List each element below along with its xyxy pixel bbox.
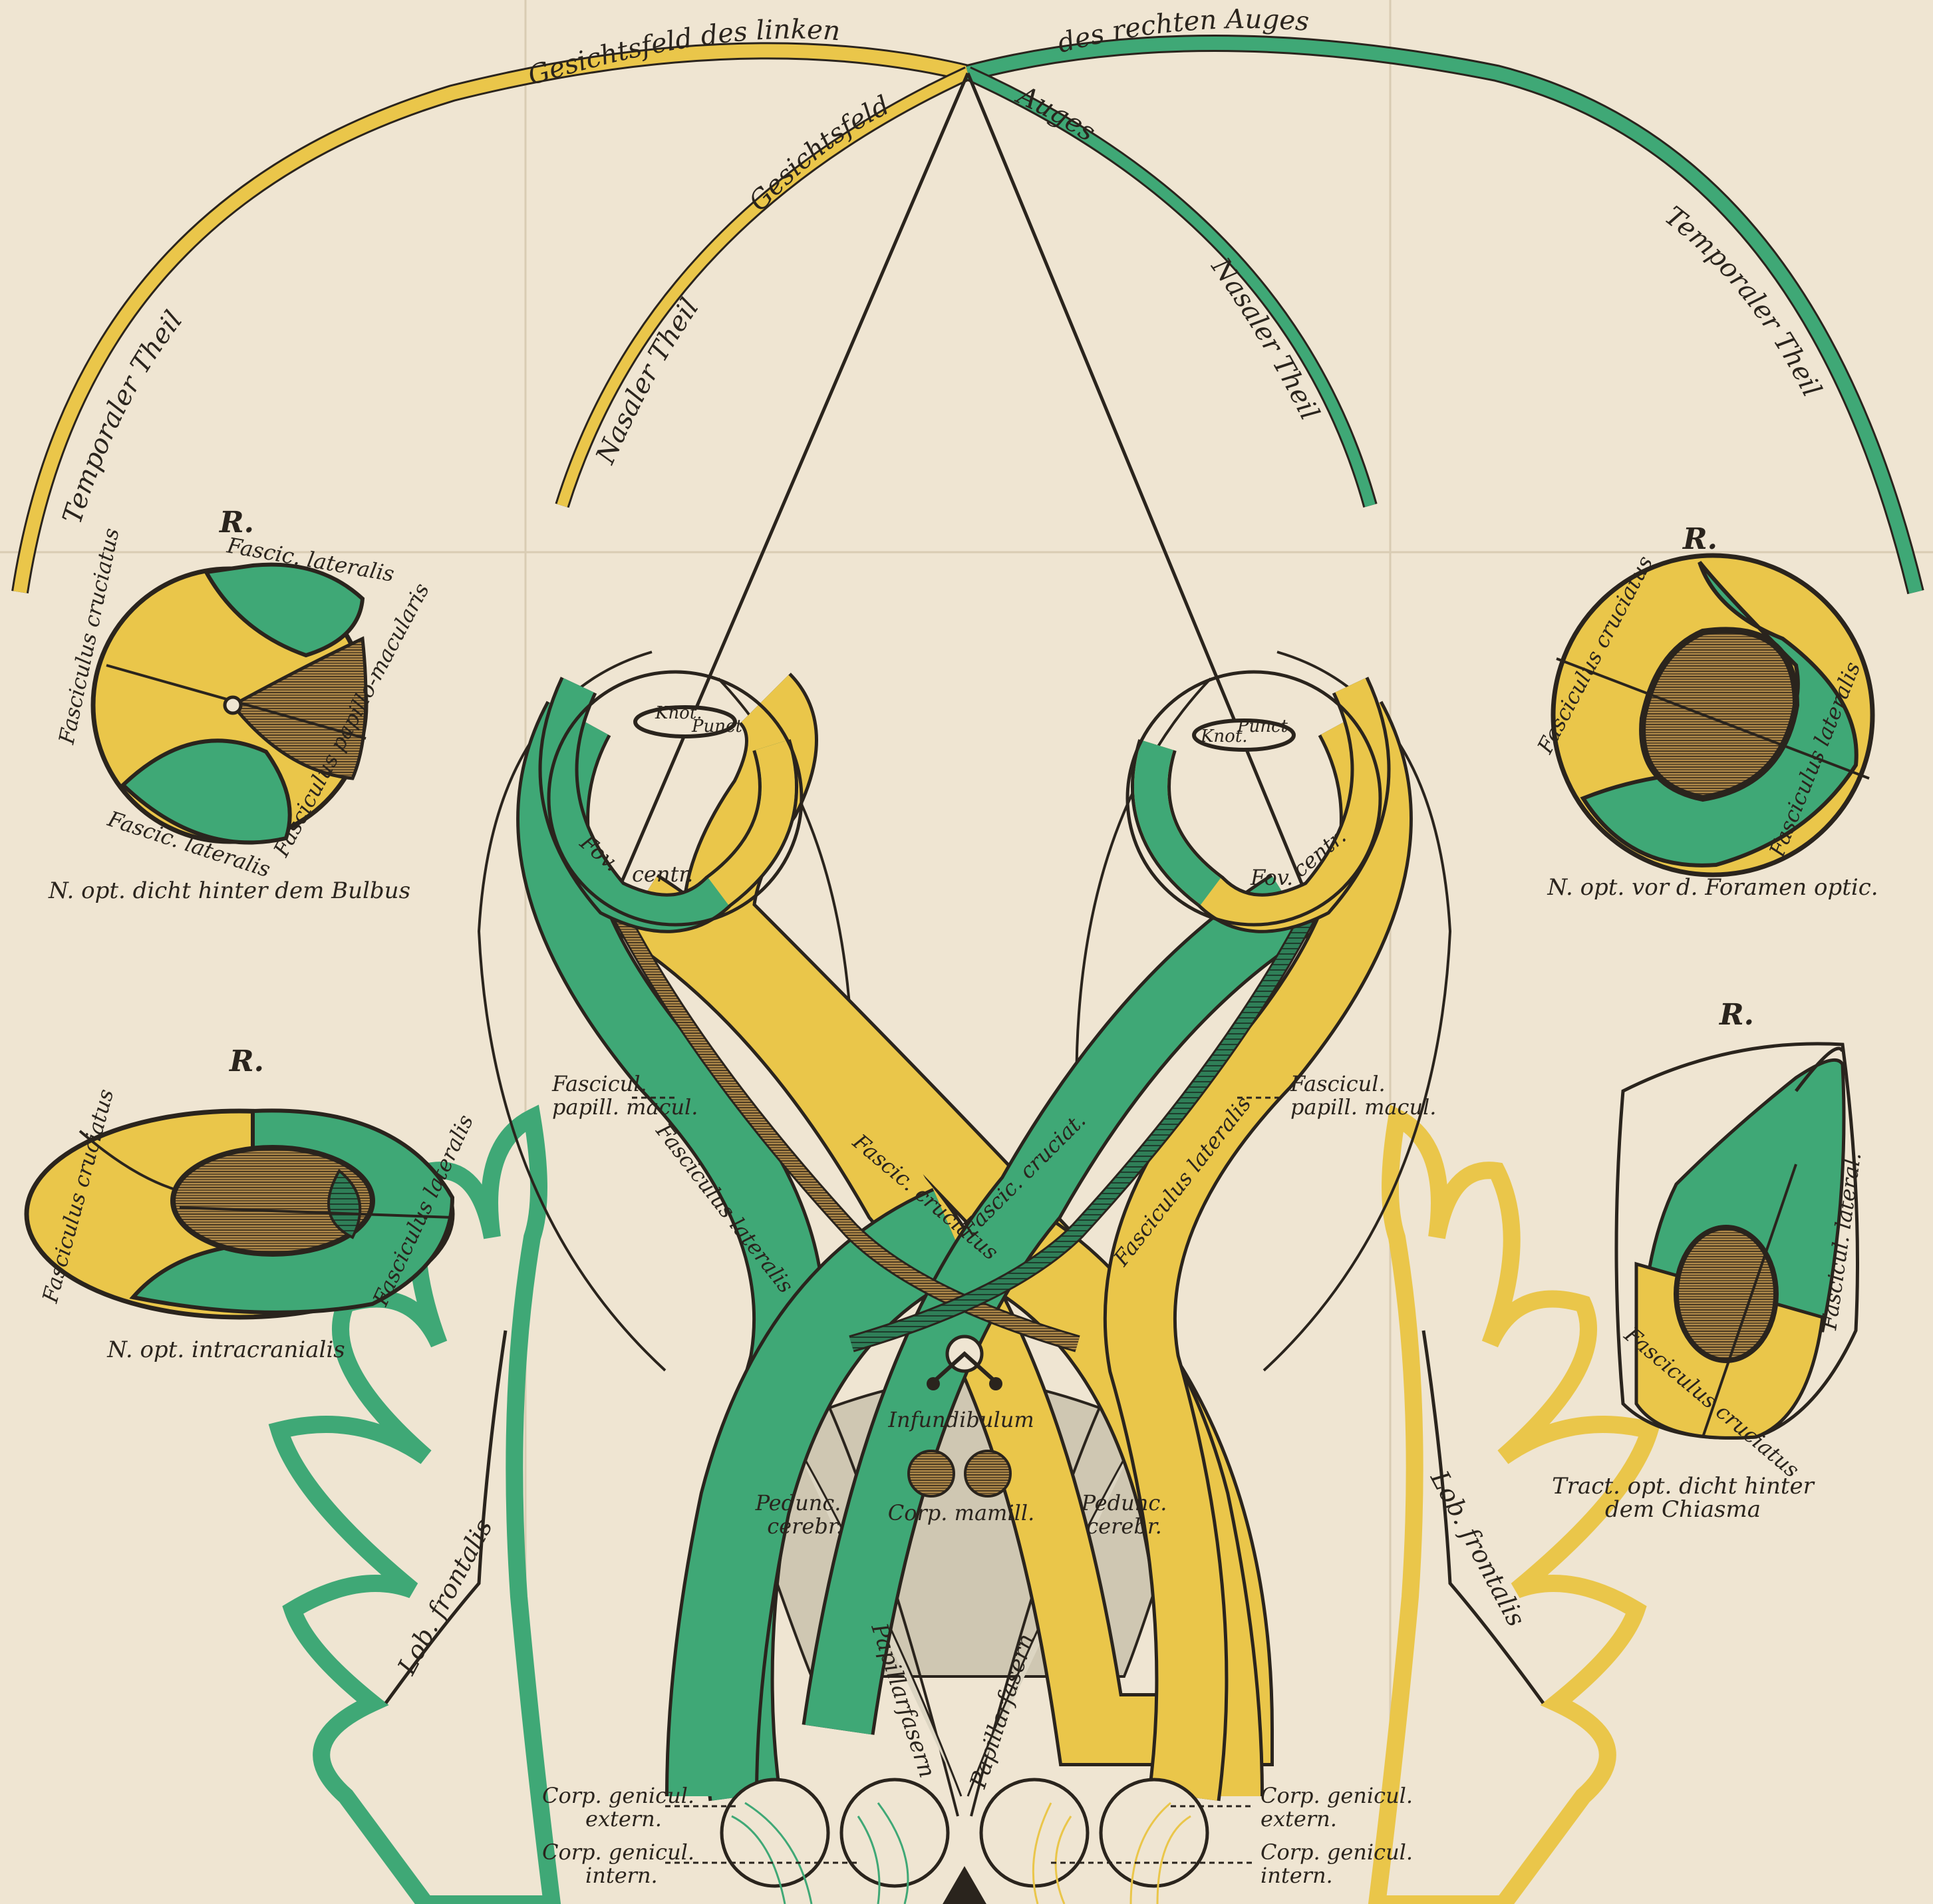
pedunc-left-2: cerebr. — [767, 1513, 843, 1539]
inset-bulbus-caption: N. opt. dicht hinter dem Bulbus — [48, 877, 410, 904]
papill-left-1: Fascicul. — [551, 1071, 647, 1096]
punct-left: Punct — [691, 716, 743, 736]
genic-ext-right-2: extern. — [1261, 1806, 1337, 1831]
papill-right-2: papill. macul. — [1290, 1094, 1436, 1120]
infundibulum-label: Infundibulum — [887, 1407, 1034, 1432]
inset-bulbus — [93, 565, 366, 843]
inset-intra-r: R. — [228, 1044, 264, 1078]
genic-int-right-2: intern. — [1261, 1863, 1333, 1888]
inset-chiasma-r: R. — [1718, 998, 1754, 1032]
papill-left-2: papill. macul. — [552, 1094, 698, 1120]
punct-right: Punct — [1237, 716, 1288, 736]
fov-right-1: Fov. — [1250, 865, 1293, 890]
inset-foramen-r: R. — [1682, 522, 1717, 556]
pedunc-right-1: Pedunc. — [1081, 1490, 1167, 1515]
pedunc-left-1: Pedunc. — [755, 1490, 841, 1515]
genic-int-right-1: Corp. genicul. — [1261, 1839, 1413, 1865]
genic-int-left-2: intern. — [585, 1863, 658, 1888]
inset-chiasma-caption-2: dem Chiasma — [1605, 1496, 1761, 1523]
pedunc-right-2: cerebr. — [1086, 1513, 1162, 1539]
inset-chiasma — [1616, 1044, 1858, 1438]
genic-ext-right-1: Corp. genicul. — [1261, 1783, 1413, 1808]
inset-foramen-caption: N. opt. vor d. Foramen optic. — [1547, 874, 1878, 901]
inset-chiasma-caption-1: Tract. opt. dicht hinter — [1552, 1473, 1815, 1500]
genic-ext-left-2: extern. — [585, 1806, 662, 1831]
genic-int-left-1: Corp. genicul. — [542, 1839, 694, 1865]
fov-left-2: centr. — [632, 862, 693, 887]
genic-ext-left-1: Corp. genicul. — [542, 1783, 694, 1808]
inset-intra-caption: N. opt. intracranialis — [106, 1337, 345, 1363]
papill-right-1: Fascicul. — [1290, 1071, 1386, 1096]
corp-mamill-label: Corp. mamill. — [888, 1500, 1035, 1525]
